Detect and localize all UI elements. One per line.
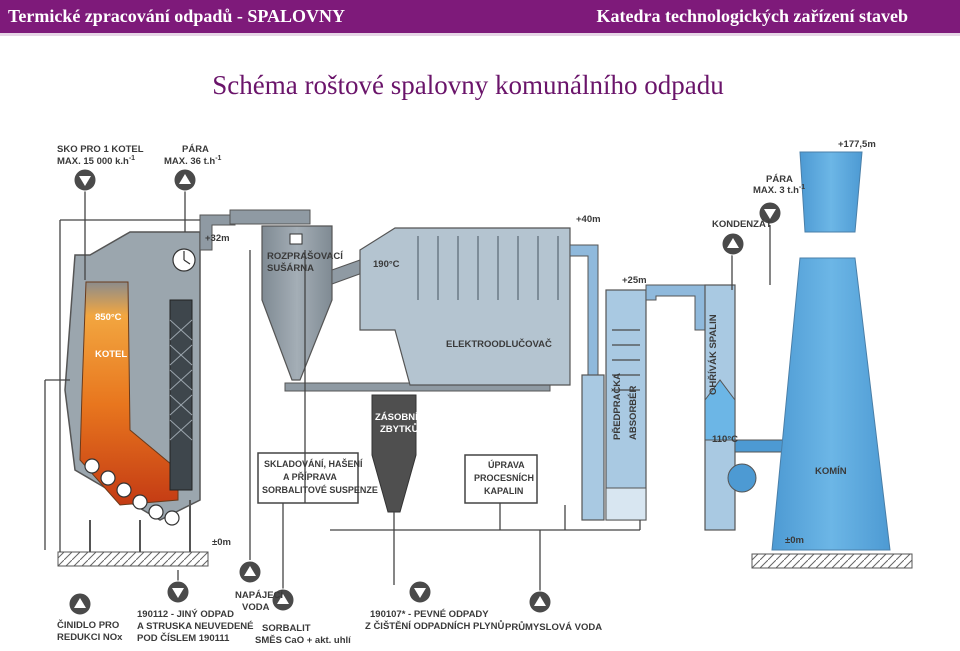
label-sklad-line3: SORBALITOVÉ SUSPENZE — [262, 485, 378, 495]
label-kondenzat: KONDENZÁT — [712, 219, 772, 230]
label-para1-line2: MAX. 36 t.h-1 — [164, 155, 222, 167]
label-elev-0-boiler: ±0m — [212, 537, 231, 548]
boiler-tube-bank — [169, 299, 193, 491]
boiler-tube-rungs — [169, 319, 193, 441]
label-prumyslova: PRŮMYSLOVÁ VODA — [505, 621, 602, 633]
label-odpad2-line1: 190107* - PEVNÉ ODPADY — [370, 609, 489, 620]
label-sklad-line1: SKLADOVÁNÍ, HAŠENÍ — [264, 458, 363, 469]
label-rozpr-line1: ROZPRAŠOVACÍ — [267, 250, 343, 262]
header-department: Katedra technologických zařízení staveb — [596, 6, 908, 26]
io-arrows — [74, 174, 776, 608]
label-kotel: KOTEL — [95, 349, 127, 360]
header-course-title: Termické zpracování odpadů - SPALOVNY — [8, 6, 346, 26]
label-elev-25: +25m — [622, 275, 647, 286]
label-uprava-line2: PROCESNÍCH — [474, 473, 534, 483]
flue-duct-1 — [199, 214, 236, 251]
label-sko-line2-sup: -1 — [129, 155, 135, 162]
grate-rollers — [84, 458, 180, 526]
label-zasobnik-line1: ZÁSOBNÍK — [375, 412, 425, 423]
label-rozpr-line2: SUŠÁRNA — [267, 262, 314, 274]
label-temp-110: 110°C — [712, 434, 738, 445]
absorber-spray-levels — [612, 329, 640, 391]
reheater-cone — [704, 379, 736, 441]
process-liquid-box — [464, 454, 538, 504]
label-predpracka: PŘEDPRAČKA — [611, 373, 623, 440]
label-cinidlo-line1: ČINIDLO PRO — [57, 619, 119, 631]
label-para2-line2-main: MAX. 3 t.h — [753, 185, 799, 196]
label-para2-line1: PÁRA — [766, 174, 793, 185]
label-napajeci-line1: NAPÁJECÍ — [235, 590, 283, 601]
label-odpad2-line2: Z ČIŠTĚNÍ ODPADNÍCH PLYNŮ — [365, 620, 504, 632]
ground-slab-chimney — [751, 553, 913, 569]
label-komin: KOMÍN — [815, 466, 847, 477]
label-odpad1-line3: POD ČÍSLEM 190111 — [137, 632, 230, 644]
label-odpad1-line2: A STRUSKA NEUVEDENÉ — [137, 621, 253, 632]
spray-dryer — [261, 225, 333, 381]
chimney-top — [799, 151, 863, 233]
label-chimney-elevation: +177,5m — [838, 139, 876, 150]
label-uprava-line3: KAPALIN — [484, 486, 523, 496]
label-napajeci-line2: VODA — [242, 602, 270, 613]
ground-slab-boiler — [57, 551, 209, 567]
combustion-chamber — [79, 281, 179, 506]
label-sorbalit-line1: SORBALIT — [262, 623, 311, 634]
label-elev-0-chimney: ±0m — [785, 535, 804, 546]
process-lines — [44, 190, 771, 595]
absorber-sump — [605, 487, 647, 521]
label-sko-line1: SKO PRO 1 KOTEL — [57, 144, 144, 155]
label-absorber: ABSORBÉR — [628, 385, 639, 440]
flue-duct-2 — [229, 209, 311, 225]
label-uprava-line1: ÚPRAVA — [488, 459, 525, 470]
label-ohrivak: OHŘÍVÁK SPALIN — [707, 314, 719, 395]
boiler-supports — [89, 500, 191, 552]
header-bar: Termické zpracování odpadů - SPALOVNY Ka… — [0, 0, 960, 36]
label-sklad-line2: A PŘÍPRAVA — [283, 471, 337, 482]
sorbalite-storage-box — [257, 452, 359, 504]
chimney — [771, 257, 891, 551]
label-odpad1-line1: 190112 - JINÝ ODPAD — [137, 608, 234, 620]
slide-title: Schéma roštové spalovny komunálního odpa… — [212, 70, 724, 100]
residue-silo — [371, 394, 417, 513]
flue-duct-5 — [645, 284, 706, 331]
absorber — [605, 289, 647, 521]
label-elev-40: +40m — [576, 214, 601, 225]
label-elektro: ELEKTROODLUČOVAČ — [446, 338, 552, 350]
pre-scrubber — [581, 374, 605, 521]
spray-nozzle — [289, 233, 303, 245]
label-elev-32: +32m — [205, 233, 230, 244]
induced-draft-fan — [727, 463, 757, 493]
label-sko-line2: MAX. 15 000 k.h-1 — [57, 155, 135, 167]
label-cinidlo-line2: REDUKCI NOx — [57, 632, 123, 643]
label-para2-line2-sup: -1 — [799, 184, 805, 191]
label-zasobnik-line2: ZBYTKŮ — [380, 423, 419, 435]
label-sorbalit-line2: SMĚS CaO + akt. uhlí — [255, 634, 351, 646]
label-para1-line1: PÁRA — [182, 144, 209, 155]
label-temp-850: 850°C — [95, 312, 122, 323]
esp-electrodes — [417, 236, 559, 300]
label-temp-190: 190°C — [373, 259, 400, 270]
label-sko-line2-main: MAX. 15 000 k.h — [57, 156, 129, 167]
label-para2-line2: MAX. 3 t.h-1 — [753, 184, 805, 196]
flue-duct-4 — [569, 244, 599, 381]
label-para1-line2-main: MAX. 36 t.h — [164, 156, 215, 167]
label-para1-line2-sup: -1 — [215, 155, 221, 162]
